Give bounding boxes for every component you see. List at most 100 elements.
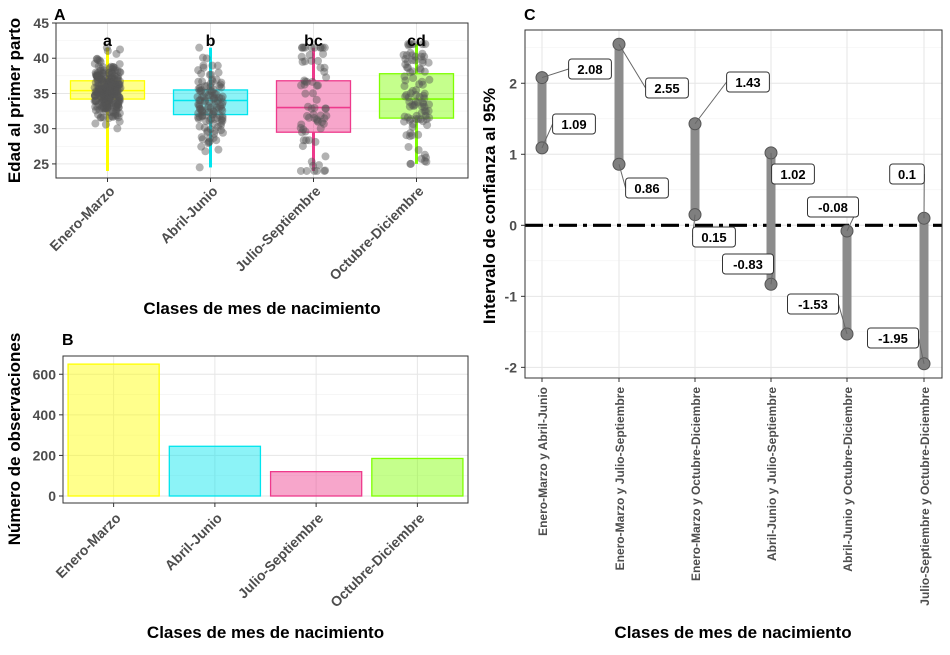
panel-c-value-label: 1.02 [780, 167, 805, 182]
panel-a-jitter-point [91, 103, 99, 111]
panel-c-value-label: 0.15 [701, 230, 726, 245]
panel-a-jitter-point [417, 66, 425, 74]
panel-a-jitter-point [195, 44, 203, 52]
panel-a-jitter-point [196, 163, 204, 171]
panel-a-xtick-label: Octubre-Diciembre [326, 183, 427, 284]
panel-c-label: C [524, 7, 536, 24]
panel-a-jitter-point [407, 160, 415, 168]
panel-b-bar [169, 446, 260, 496]
panel-a-jitter-point [299, 142, 307, 150]
panel-a-jitter-point [311, 138, 319, 146]
panel-a-jitter-point [411, 56, 419, 64]
panel-a-xlabel: Clases de mes de nacimiento [143, 299, 380, 318]
panel-a-jitter-point [421, 90, 429, 98]
panel-c-xtick-label: Enero-Marzo y Julio-Septiembre [613, 387, 627, 571]
panel-c-value-label: 0.1 [898, 167, 916, 182]
panel-a-ytick-label: 25 [33, 156, 49, 172]
panel-a-jitter-point [214, 146, 222, 154]
panel-a-ytick-label: 45 [33, 15, 49, 31]
panel-a-ytick-label: 35 [33, 85, 49, 101]
panel-a-jitter-point [405, 143, 413, 151]
panel-a-jitter-point [99, 102, 107, 110]
panel-a-jitter-point [198, 133, 206, 141]
panel-a-jitter-point [93, 55, 101, 63]
panel-b-xlabel: Clases de mes de nacimiento [147, 623, 384, 642]
panel-a-jitter-point [403, 51, 411, 59]
panel-a-group-letter: cd [407, 33, 426, 50]
panel-c-xtick-label: Julio-Septiembre y Octubre-Diciembre [918, 387, 932, 606]
panel-c-xtick-label: Enero-Marzo y Octubre-Diciembre [689, 387, 703, 581]
panel-c-spacer [525, 367, 942, 403]
panel-a-jitter-point [305, 114, 313, 122]
panel-a-jitter-point [299, 58, 307, 66]
panel-a-jitter-point [200, 64, 208, 72]
panel-a-label: A [54, 7, 66, 24]
panel-a-jitter-point [419, 100, 427, 108]
panel-a-jitter-point [212, 136, 220, 144]
panel-a-group-letter: bc [304, 33, 323, 50]
panel-c-ytick-label: 0 [509, 217, 517, 233]
panel-c-xtick-label: Abril-Junio y Octubre-Diciembre [841, 387, 855, 572]
panel-c-value-label: 0.86 [634, 181, 659, 196]
panel-a-jitter-point [314, 57, 322, 65]
panel-b-ylabel: Número de observaciones [5, 333, 24, 546]
panel-c-ytick-label: 1 [509, 146, 517, 162]
panel-c-xtick-label: Abril-Junio y Julio-Septiembre [765, 387, 779, 561]
panel-c-ytick-label: -1 [505, 288, 518, 304]
panel-c-value-label: -1.95 [878, 331, 908, 346]
panel-a-jitter-point [112, 103, 120, 111]
panel-a-jitter-point [301, 128, 309, 136]
panel-a-jitter-point [97, 113, 105, 121]
panel-a-group-letter: b [206, 33, 216, 50]
panel-b-ytick-label: 0 [48, 488, 56, 504]
panel-a-jitter-point [102, 120, 110, 128]
panel-a-jitter-point [216, 102, 224, 110]
panel-a-jitter-point [308, 105, 316, 113]
panel-c-ylabel: Intervalo de confianza al 95% [480, 88, 499, 324]
panel-a-jitter-point [104, 69, 112, 77]
panel-a-jitter-point [111, 66, 119, 74]
panel-c-leader-line [695, 82, 727, 124]
panel-a-jitter-point [203, 54, 211, 62]
panel-a-jitter-point [95, 74, 103, 82]
panel-c-value-label: -0.08 [818, 200, 848, 215]
panel-a-jitter-point [309, 89, 317, 97]
panel-a-jitter-point [306, 51, 314, 59]
panel-a-jitter-point [112, 50, 120, 58]
panel-a-group-letter: a [103, 33, 112, 50]
panel-a-jitter-point [401, 76, 409, 84]
panel-a-jitter-point [322, 105, 330, 113]
panel-a-xtick-label: Abril-Junio [157, 183, 221, 247]
panel-a-jitter-point [91, 120, 99, 128]
panel-a-jitter-point [412, 98, 420, 106]
panel-a-jitter-point [210, 120, 218, 128]
panel-c-value-label: 2.08 [577, 62, 602, 77]
panel-c-xlabel: Clases de mes de nacimiento [614, 623, 851, 642]
panel-a-xtick-label: Enero-Marzo [46, 183, 117, 254]
panel-a-jitter-point [208, 87, 216, 95]
panel-a-jitter-point [197, 143, 205, 151]
panel-a-jitter-point [215, 69, 223, 77]
panel-a-jitter-point [322, 112, 330, 120]
panel-a-jitter-point [217, 126, 225, 134]
panel-b-xtick-label: Enero-Marzo [52, 510, 123, 581]
panel-a-jitter-point [422, 158, 430, 166]
panel-c-value-label: -0.83 [733, 257, 763, 272]
panel-a-xtick-label: Julio-Septiembre [232, 183, 324, 275]
panel-a-jitter-point [205, 97, 213, 105]
panel-a-jitter-point [412, 86, 420, 94]
panel-b-bar [68, 364, 159, 496]
panel-c-xtick-label: Enero-Marzo y Abril-Junio [536, 387, 550, 536]
panel-b-ytick-label: 200 [33, 447, 57, 463]
panel-b-ytick-label: 600 [33, 366, 57, 382]
panel-a-jitter-point [194, 78, 202, 86]
panel-a-jitter-point [205, 108, 213, 116]
panel-a-jitter-point [196, 105, 204, 113]
panel-a-jitter-point [297, 167, 305, 175]
panel-a-jitter-point [207, 80, 215, 88]
panel-a-jitter-point [322, 73, 330, 81]
